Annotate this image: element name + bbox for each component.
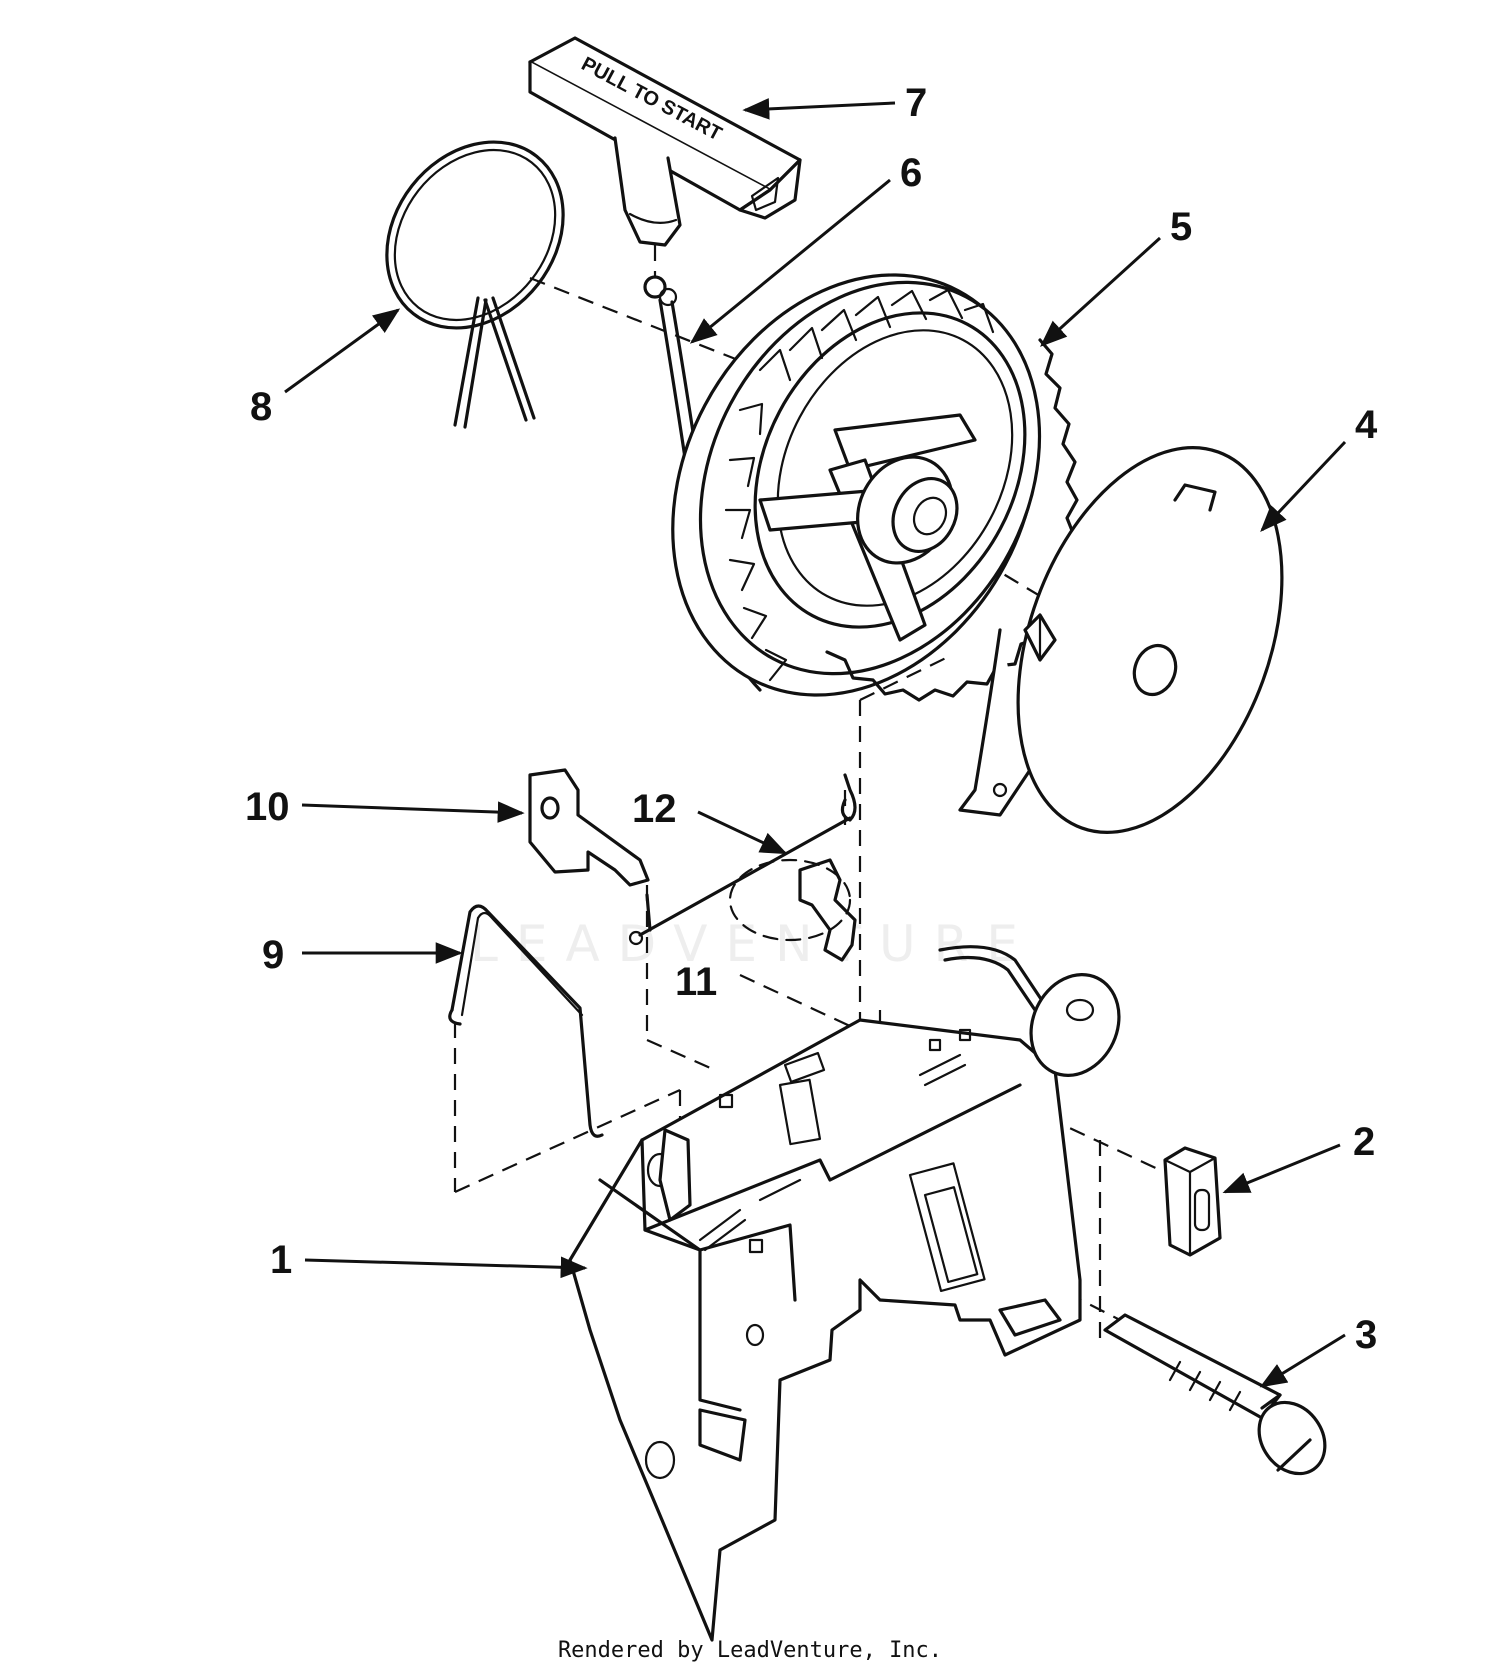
part-4-starter-cup [958, 446, 1284, 834]
callout-3: 3 [1355, 1313, 1377, 1357]
part-12-spring [628, 773, 857, 946]
callout-11: 11 [675, 960, 717, 1004]
pulley-hub [758, 413, 977, 642]
callout-2: 2 [1353, 1120, 1375, 1164]
part-11-retainer [728, 858, 857, 962]
callout-numbers: 1 2 3 4 5 6 7 8 9 10 11 12 [245, 81, 1378, 1357]
part-7-starter-handle: PULL TO START [528, 36, 802, 247]
part-10-pawl [528, 768, 650, 887]
bracket-slots [644, 1028, 986, 1480]
callout-8: 8 [250, 385, 272, 429]
render-credit: Rendered by LeadVenture, Inc. [557, 1638, 943, 1663]
part-3-screw [1103, 1313, 1327, 1476]
part-2-lock-tab [1163, 1146, 1222, 1257]
leader-lines [284, 98, 1347, 1388]
callout-9: 9 [262, 933, 284, 977]
part-5-starter-pulley [671, 273, 1079, 702]
callout-7: 7 [905, 81, 927, 125]
callout-4: 4 [1355, 403, 1378, 447]
callout-5: 5 [1170, 205, 1192, 249]
callout-10: 10 [245, 785, 290, 829]
part-8-spring-clip [385, 140, 565, 429]
callout-6: 6 [900, 151, 922, 195]
part-9-wire-link [448, 904, 604, 1138]
callout-12: 12 [632, 787, 677, 831]
callout-1: 1 [270, 1238, 292, 1282]
part-1-bracket [568, 945, 1121, 1642]
